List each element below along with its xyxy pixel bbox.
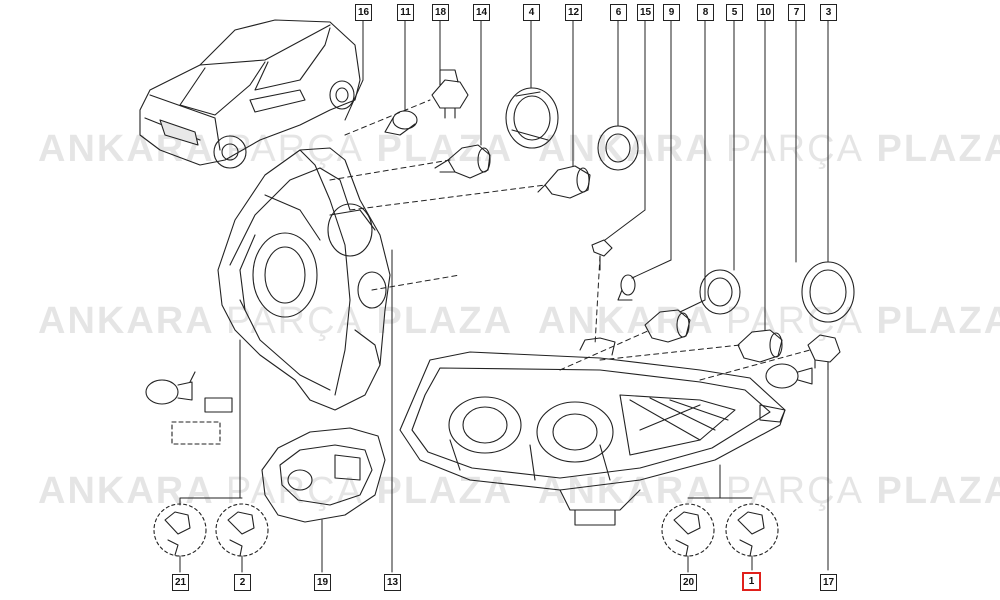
callout-15[interactable]: 15: [637, 4, 654, 21]
watermark-row-2: ANKARA PARÇA PLAZA: [38, 300, 513, 343]
watermark-word: ANKARA: [538, 300, 714, 342]
callout-11[interactable]: 11: [397, 4, 414, 21]
bulb-h1-12: [537, 165, 591, 199]
callout-7[interactable]: 7: [788, 4, 805, 21]
callout-6[interactable]: 6: [610, 4, 627, 21]
watermark-word: PARÇA: [725, 128, 864, 170]
watermark-row-1b: ANKARA PARÇA PLAZA: [538, 128, 1000, 171]
callout-8[interactable]: 8: [697, 4, 714, 21]
dust-cap-4: [505, 87, 559, 149]
bulb-holder-3: [807, 334, 841, 371]
callout-16[interactable]: 16: [355, 4, 372, 21]
callout-2[interactable]: 2: [234, 574, 251, 591]
callout-3[interactable]: 3: [820, 4, 837, 21]
watermark-word: ANKARA: [538, 128, 714, 170]
watermark-word: PLAZA: [876, 128, 1000, 170]
socket-cluster-1: [725, 503, 779, 557]
car-icon: [139, 19, 361, 169]
callout-10[interactable]: 10: [757, 4, 774, 21]
bulb-h7-8: [644, 309, 691, 343]
callout-4[interactable]: 4: [523, 4, 540, 21]
cap-5: [699, 269, 741, 315]
callout-14[interactable]: 14: [473, 4, 490, 21]
callout-20[interactable]: 20: [680, 574, 697, 591]
screw-15: [591, 239, 613, 271]
watermark-word: PARÇA: [225, 128, 364, 170]
bulb-side-17: [765, 363, 813, 389]
leader-lines: [179, 19, 829, 573]
watermark-word: PLAZA: [376, 300, 514, 342]
watermark-word: ANKARA: [38, 300, 214, 342]
callout-18[interactable]: 18: [432, 4, 449, 21]
callout-9[interactable]: 9: [663, 4, 680, 21]
ballast-module-19: [261, 427, 386, 523]
callout-13[interactable]: 13: [384, 574, 401, 591]
socket-cluster-2: [215, 503, 269, 557]
watermark-word: PARÇA: [725, 470, 864, 512]
callout-19[interactable]: 19: [314, 574, 331, 591]
socket-cluster-21: [153, 503, 207, 557]
socket-cluster-20: [661, 503, 715, 557]
callout-12[interactable]: 12: [565, 4, 582, 21]
bulb-h1-10: [737, 329, 783, 363]
callout-1-selected[interactable]: 1: [742, 572, 761, 591]
watermark-word: PARÇA: [225, 300, 364, 342]
callout-5[interactable]: 5: [726, 4, 743, 21]
watermark-word: PLAZA: [876, 470, 1000, 512]
headlamp-front-assembly: [399, 337, 786, 526]
callout-21[interactable]: 21: [172, 574, 189, 591]
callout-17[interactable]: 17: [820, 574, 837, 591]
watermark-row-3: ANKARA PARÇA PLAZA: [38, 470, 513, 513]
cap-6: [597, 125, 639, 171]
bulb-w5w-11: [384, 110, 418, 136]
bulb-holder-18: [431, 69, 469, 119]
watermark-word: ANKARA: [38, 470, 214, 512]
bulb-h7-14: [434, 144, 491, 179]
headlamp-rear-housing: [217, 147, 391, 411]
watermark-word: PLAZA: [876, 300, 1000, 342]
bulb-left-side: [145, 371, 233, 445]
watermark-row-2b: ANKARA PARÇA PLAZA: [538, 300, 1000, 343]
bulb-9: [617, 274, 636, 301]
watermark-word: PLAZA: [376, 470, 514, 512]
dust-cap-7: [801, 261, 855, 323]
